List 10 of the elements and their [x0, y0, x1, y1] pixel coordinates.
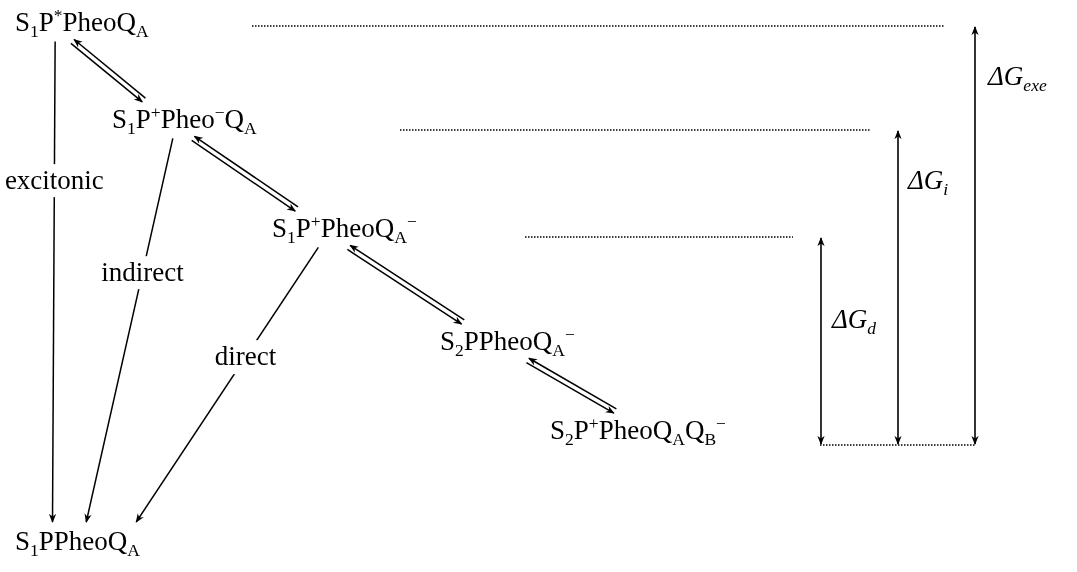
arrow: [48, 40, 57, 523]
energy-gap-label: ΔG$_{i}$: [908, 166, 949, 196]
state-label: S$_{1}$P$^{+}$Pheo$^{−}$Q$_{A}$: [112, 103, 257, 136]
state-label: S$_{1}$PPheoQ$_{A}$: [15, 525, 140, 558]
energy-gap-label: ΔG$_{d}$: [832, 305, 877, 335]
arrow: [84, 137, 174, 523]
energy-gap-label: ΔG$_{exe}$: [988, 62, 1047, 92]
edge-label: direct: [212, 340, 279, 375]
state-label: S$_{1}$P$^{*}$PheoQ$_{A}$: [15, 6, 149, 39]
edge-label: indirect: [99, 255, 186, 290]
